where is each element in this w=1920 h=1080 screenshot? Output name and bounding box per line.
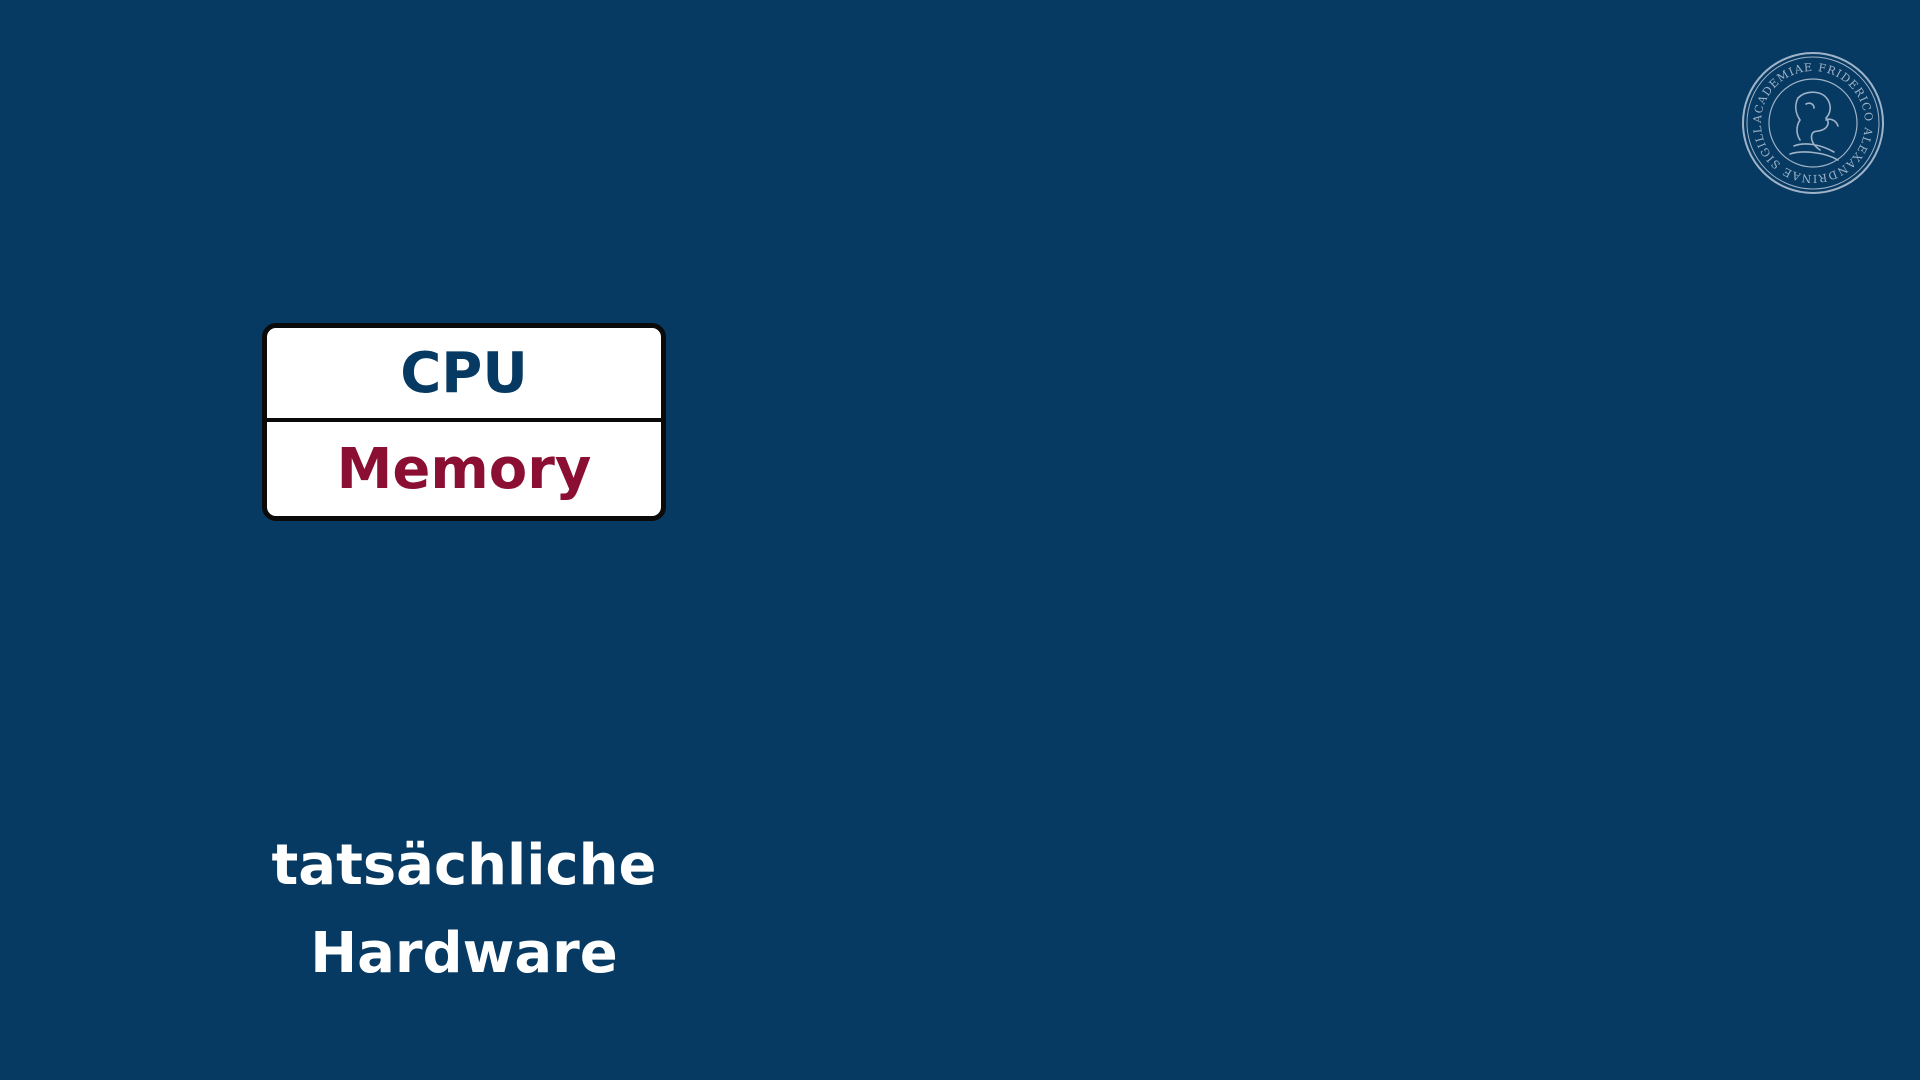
- caption-line-1: tatsächliche: [271, 833, 657, 898]
- memory-label: Memory: [336, 436, 592, 502]
- university-seal-icon: ACADEMIAE FRIDERICO ALEXANDRINAE SIGILLU…: [1740, 50, 1884, 194]
- cpu-label: CPU: [267, 328, 661, 422]
- hardware-box: CPU Memory: [262, 323, 666, 521]
- caption-line-2: Hardware: [310, 921, 618, 986]
- seal-text: ACADEMIAE FRIDERICO ALEXANDRINAE SIGILLU…: [1740, 50, 1874, 185]
- svg-text:ACADEMIAE FRIDERICO ALEXANDRIN: ACADEMIAE FRIDERICO ALEXANDRINAE SIGILLU…: [1740, 50, 1875, 185]
- hardware-caption: tatsächliche Hardware: [264, 822, 664, 998]
